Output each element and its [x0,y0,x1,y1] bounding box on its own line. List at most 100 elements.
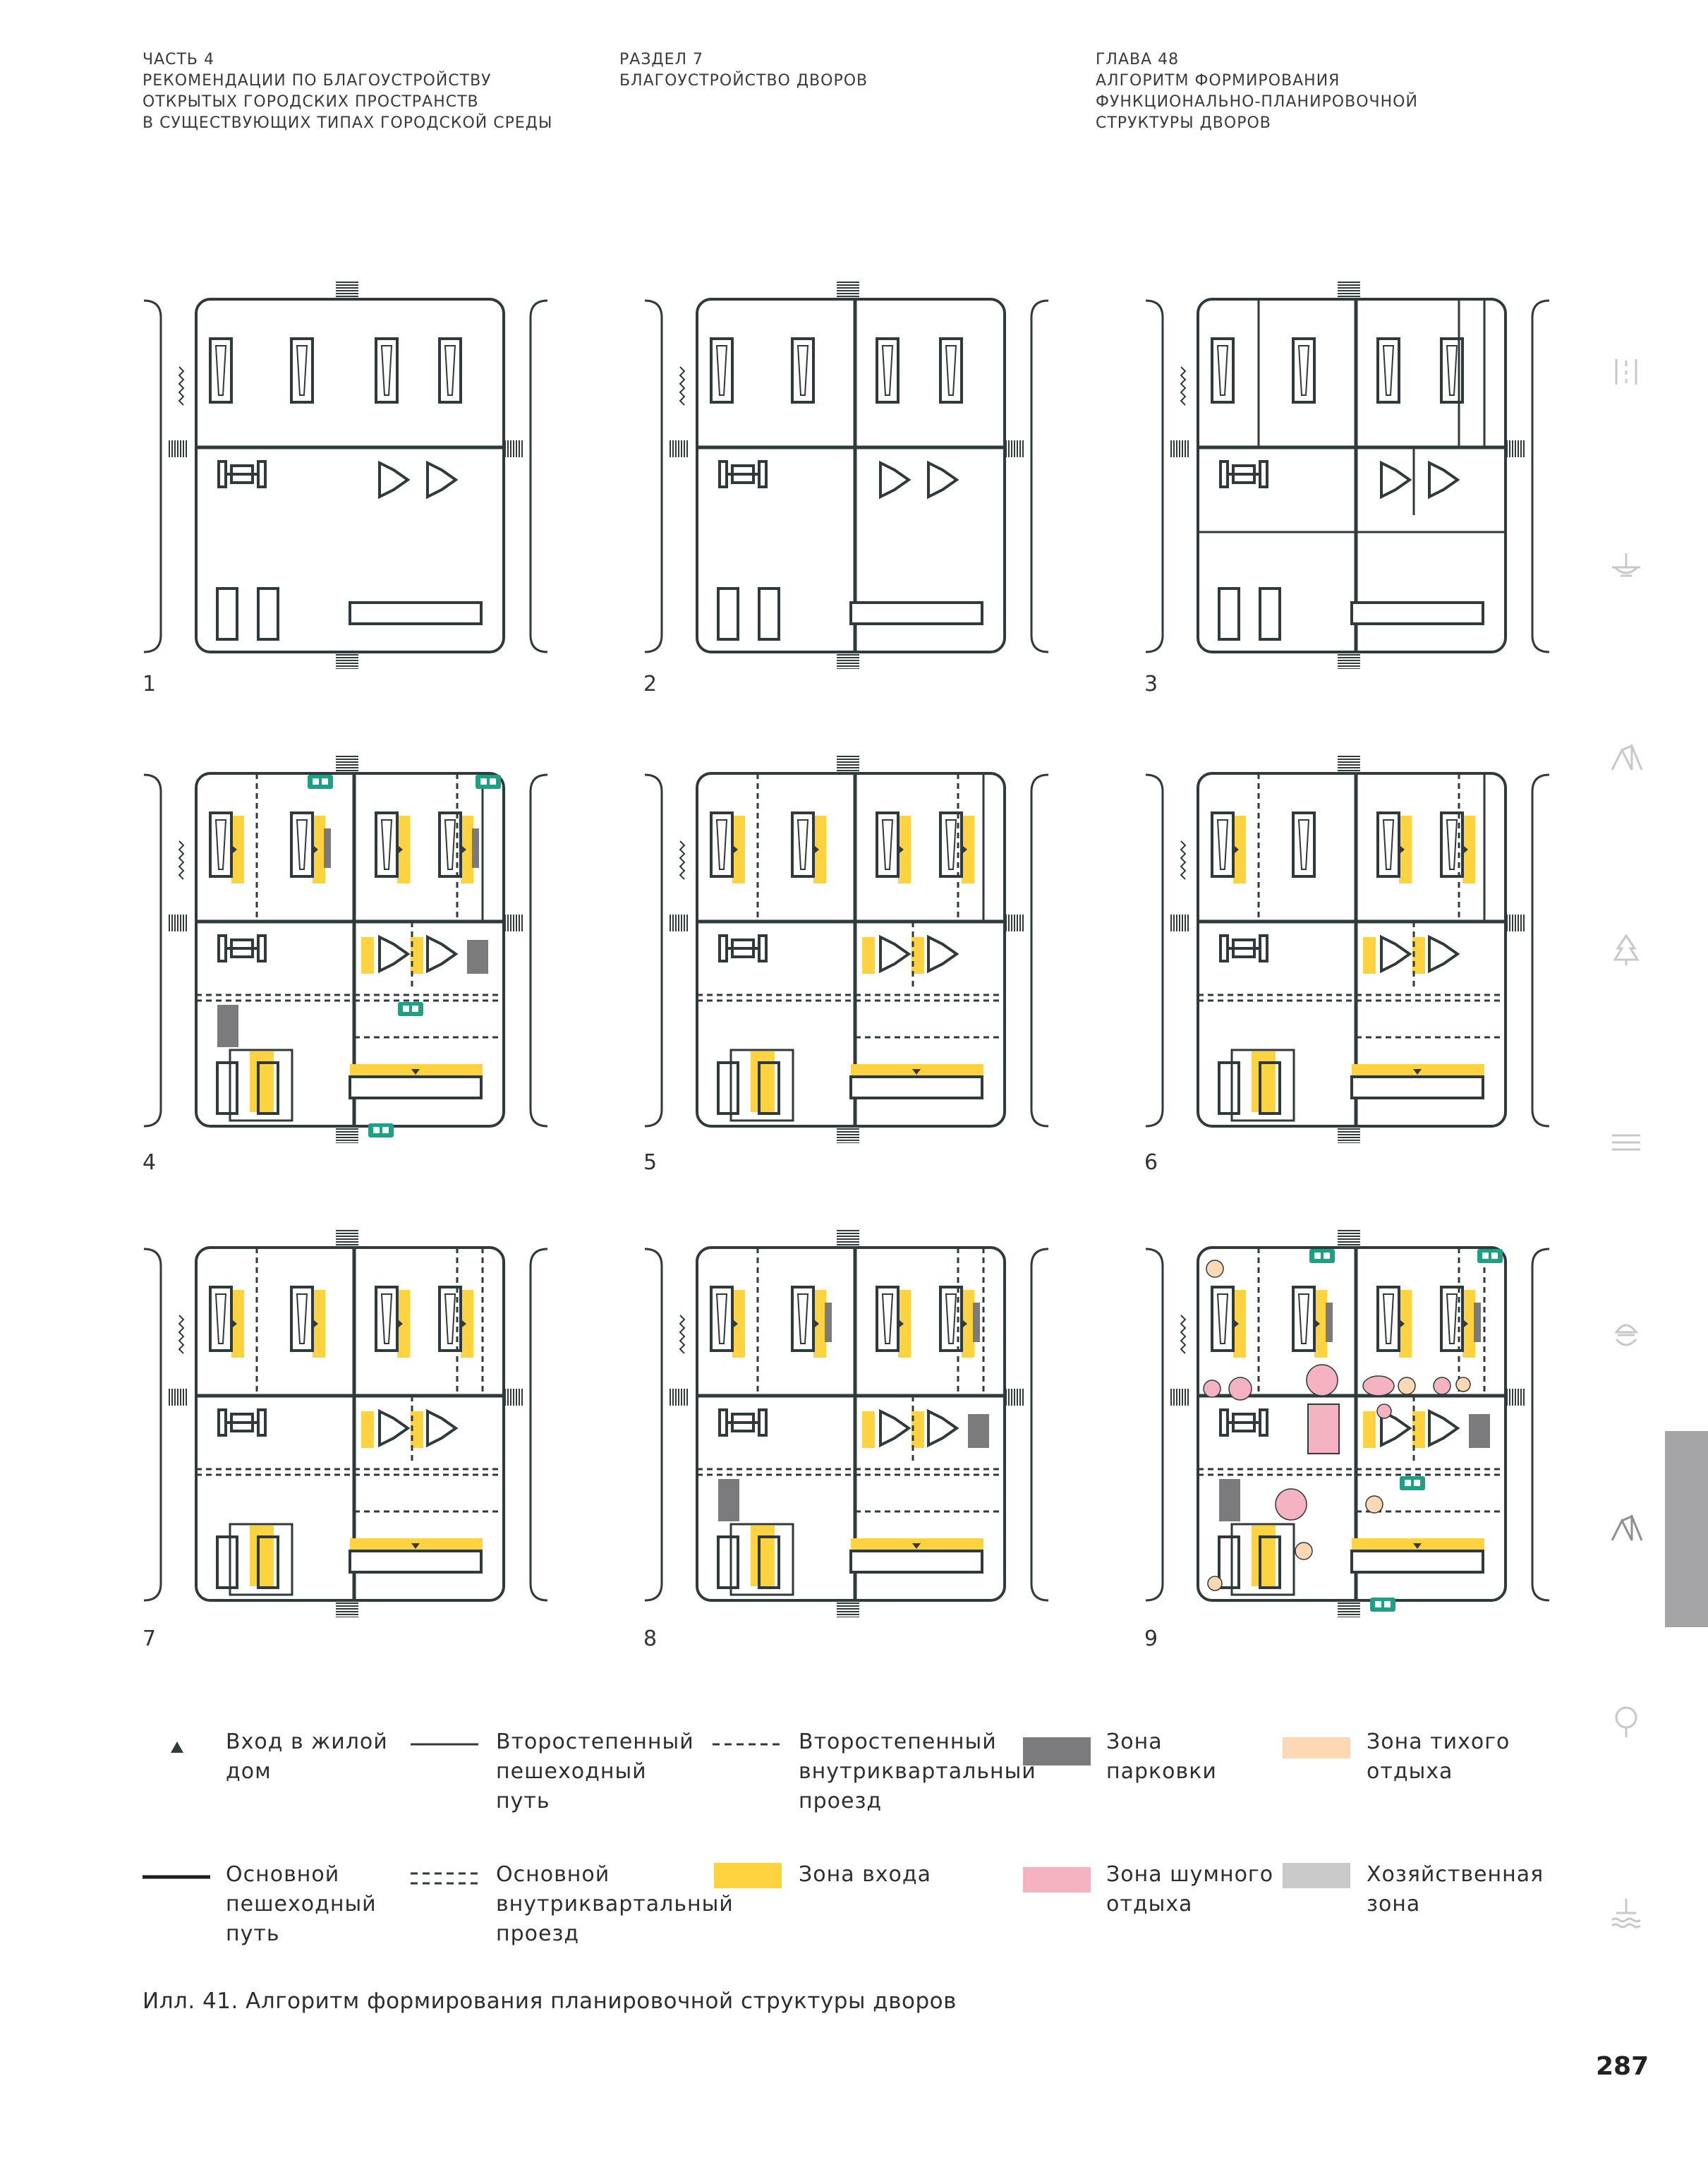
building-parking-strip [1474,1303,1481,1342]
entry-zone [911,937,924,974]
long-building [849,1550,983,1574]
long-building [1350,601,1484,625]
entry-triangle [963,1320,967,1327]
play-equipment-icon [426,934,459,974]
residential-building [209,1286,233,1352]
entry-triangle [912,1069,921,1075]
entry-zone [911,1411,924,1448]
yard-diagram-6 [1143,748,1552,1143]
entry-zone [962,816,974,883]
sports-equipment-icon [217,460,267,488]
zigzag-marker [679,366,686,406]
entry-zone [751,1051,775,1112]
noisy-zone [1433,1377,1451,1395]
panel-number: 9 [1144,1626,1158,1651]
entry-triangle [815,846,819,853]
zigzag-marker [178,840,185,880]
residential-building [209,337,233,404]
small-building [717,587,739,641]
carousel-icon [1614,1324,1638,1346]
play-equipment-icon [927,1408,959,1448]
noisy-zone-swatch [1023,1867,1091,1893]
entry-triangle [462,846,466,853]
utility-zone-swatch [1283,1863,1350,1888]
play-equipment-icon [879,1408,911,1448]
tree-icon [1613,934,1640,965]
entry-zone [813,816,826,883]
small-building [257,587,279,641]
noisy-zone [1203,1380,1221,1398]
courtyard-path [229,1523,293,1596]
fence-icon [1612,1134,1640,1151]
building-roof [380,1293,393,1344]
building-roof [945,819,957,870]
courtyard-path [729,1049,794,1122]
header-chapter-line: СТРУКТУРЫ ДВОРОВ [1096,114,1271,132]
residential-building [1292,1286,1316,1352]
panel-number: 2 [643,672,658,696]
building-roof [444,345,456,396]
building-roof [380,345,393,396]
sports-equipment-icon [217,1408,267,1437]
entry-zone [1363,1411,1376,1448]
residential-building [791,811,815,878]
neighbour-block-left [143,773,162,1128]
play-equipment-icon [927,460,959,500]
neighbour-block-right [1030,773,1049,1128]
entry-zone [862,937,875,974]
yard-diagram-svg [1145,1230,1550,1617]
yard-diagram-5 [642,748,1051,1143]
residential-building [1376,337,1400,404]
noisy-zone [1306,1364,1338,1396]
sports-field [1307,1404,1340,1454]
residential-building [1211,1286,1235,1352]
building-roof [1216,1293,1229,1344]
entry-zone [461,1290,473,1358]
long-building [1350,1550,1484,1574]
small-building [717,1061,739,1115]
chapter-tab [1665,1431,1708,1627]
water-icon [1611,1899,1641,1928]
yard-diagram-svg [644,756,1049,1143]
figure-caption: Илл. 41. Алгоритм формирования планирово… [143,1988,957,2014]
building-parking-strip [1326,1303,1333,1342]
trash-container-icon [476,775,501,789]
secondary-path-swatch [411,1743,478,1746]
long-building [349,1075,483,1099]
residential-building [290,1286,314,1352]
parking-swatch [1023,1737,1091,1765]
quiet-zone [1455,1377,1471,1392]
residential-building [290,811,314,878]
yard-diagram-svg [1145,282,1550,669]
parking-zone [217,1005,238,1047]
play-equipment-icon [1428,1408,1460,1448]
play-equipment-icon [1380,934,1412,974]
small-building [758,1535,780,1589]
yard-diagram-3 [1143,274,1552,669]
page-number: 287 [1596,2052,1649,2081]
entry-triangle [1464,1320,1468,1327]
neighbour-block-left [1145,299,1164,653]
building-roof [444,1293,456,1344]
sports-equipment-icon [1219,1408,1268,1437]
neighbour-block-left [644,773,663,1128]
header-chapter-line: ГЛАВА 48 [1096,51,1180,68]
parking-zone [718,1479,739,1521]
entry-zone [813,1290,826,1358]
trash-container-icon [398,1002,423,1016]
yard-diagram-svg [644,282,1049,669]
entry-triangle [1235,846,1239,853]
neighbour-block-right [1531,1248,1550,1602]
main-drive-swatch [411,1872,481,1885]
noisy-zone [1362,1375,1395,1396]
small-building [257,1061,279,1115]
residential-building [375,811,399,878]
small-building [257,1535,279,1589]
header-chapter-line: ФУНКЦИОНАЛЬНО-ПЛАНИРОВОЧНОЙ [1096,93,1418,111]
neighbour-block-right [1531,299,1550,653]
residential-building [1292,811,1316,878]
entry-triangle [1400,846,1405,853]
legend-entry: Вход в жилой дом [226,1730,388,1784]
neighbour-block-left [143,1248,162,1602]
residential-building [1211,337,1235,404]
